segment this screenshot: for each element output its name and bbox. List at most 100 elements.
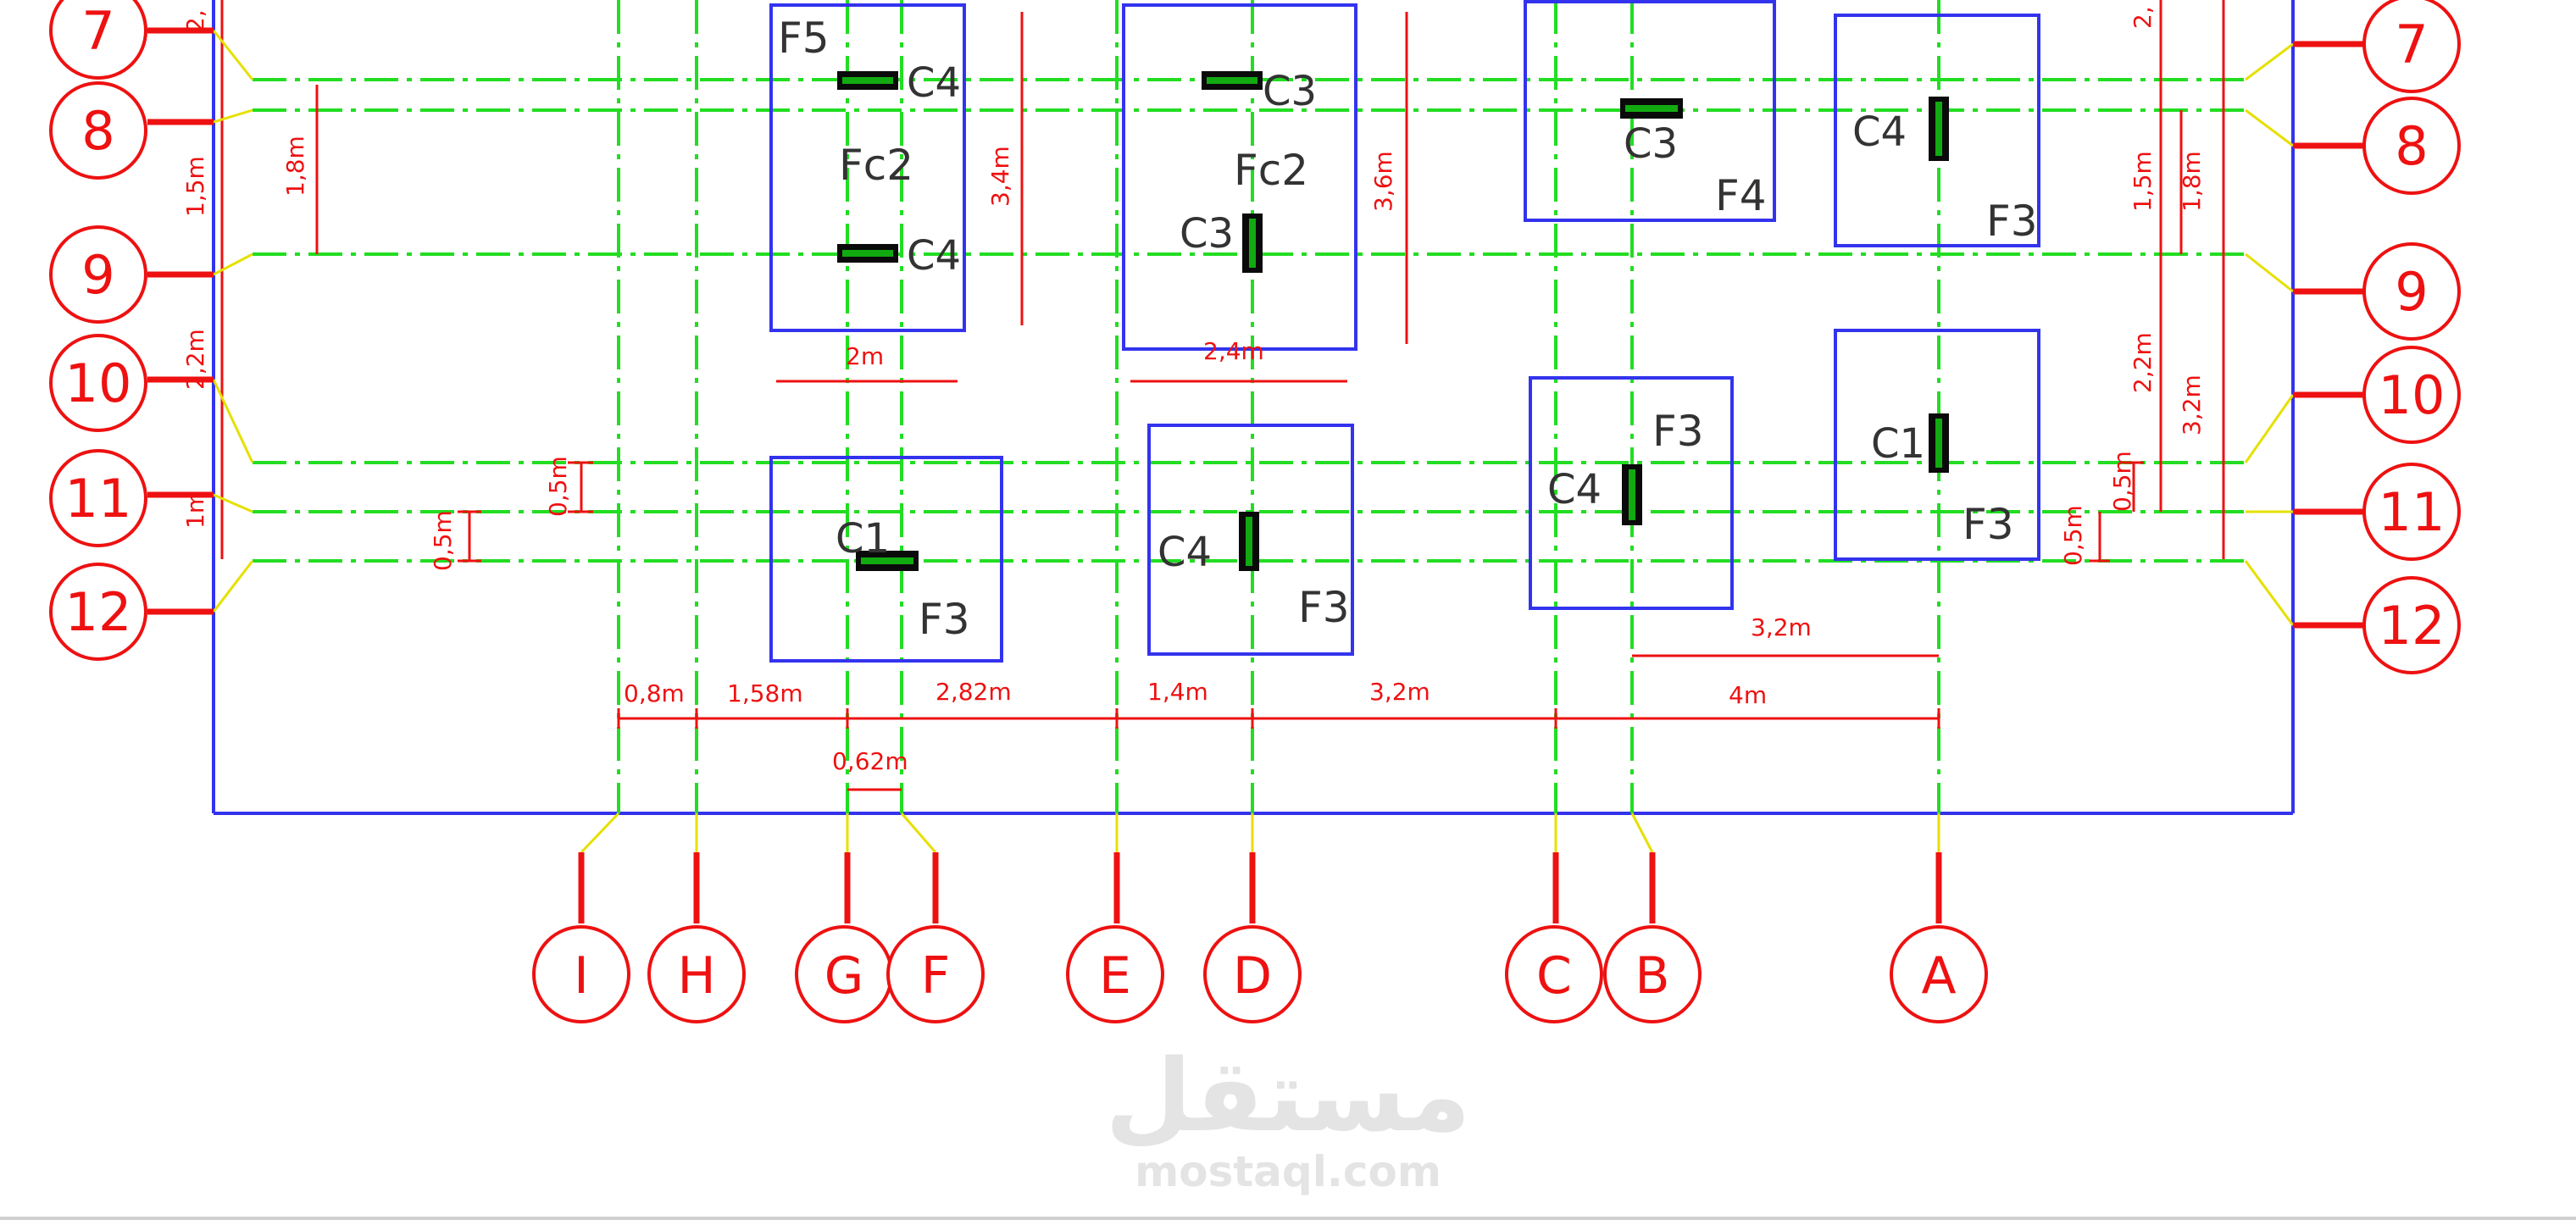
dim-label: 0,5m: [429, 510, 457, 571]
footings: [769, 0, 2040, 663]
svg-text:7: 7: [81, 0, 114, 62]
column-C4-3: [1929, 97, 1949, 161]
column-label: C4: [907, 59, 961, 107]
svg-text:9: 9: [2395, 261, 2428, 323]
dim-label: 3,2m: [2178, 374, 2206, 435]
footing-label: Fc2: [1234, 146, 1308, 195]
columns: [837, 71, 1949, 571]
svg-text:10: 10: [65, 352, 132, 414]
column-grid-lines: [617, 0, 1940, 813]
dim-label: 0,8m: [624, 679, 685, 707]
row-bubble-10: 10: [2362, 346, 2461, 444]
bottom-border: [0, 1217, 2576, 1220]
dim-label: 1,8m: [281, 136, 309, 197]
footing-F3-c: [1147, 424, 1354, 656]
column-C1-1: [856, 551, 919, 571]
row-bubble-11: 11: [49, 449, 147, 547]
footing-F3-a: [1834, 14, 2040, 247]
svg-text:12: 12: [2379, 595, 2446, 657]
dim-label: 3,6m: [1369, 151, 1397, 212]
dim-label: 0,5m: [544, 456, 572, 517]
column-bubble-E: E: [1066, 925, 1164, 1023]
dim-label: 1,5m: [2129, 151, 2157, 212]
dim-label: 1,4m: [1147, 678, 1208, 706]
column-bubble-A: A: [1890, 925, 1988, 1023]
column-label: C3: [1180, 210, 1234, 258]
svg-text:11: 11: [65, 468, 132, 530]
column-bubbles: I H G F E D C B A: [532, 925, 1988, 1023]
footing-labels: F5 Fc2 Fc2 F4 F3 F3 F3 F3 F3: [778, 14, 2038, 644]
dim-label: 4m: [1729, 681, 1767, 709]
footing-F3-b: [769, 456, 1003, 663]
column-C3-1: [1202, 71, 1263, 90]
svg-text:C: C: [1536, 946, 1572, 1006]
footing-Fc2: [1122, 3, 1357, 351]
dim-label: 3,2m: [1751, 613, 1812, 641]
footing-label: F3: [1986, 197, 2038, 246]
row-bubble-12: 12: [2362, 576, 2461, 674]
column-bubble-B: B: [1603, 925, 1702, 1023]
row-bubble-9: 9: [2362, 242, 2461, 341]
footing-label: Fc2: [839, 141, 913, 190]
dim-label: 3,2m: [1369, 678, 1430, 706]
column-C4-4: [1239, 512, 1259, 571]
column-C3-3: [1620, 98, 1683, 119]
footing-label: F3: [1298, 583, 1350, 632]
dim-label: 1,5m: [181, 156, 209, 217]
dim-label: 1m: [181, 491, 209, 529]
column-C4-1: [837, 71, 898, 90]
dim-label: 2,82m: [935, 678, 1012, 706]
svg-text:I: I: [574, 946, 589, 1006]
column-label: C1: [1871, 420, 1925, 468]
dim-label: 2,: [2129, 6, 2157, 29]
row-bubbles-right: 7 8 9 10 11 12: [2362, 0, 2461, 674]
footing-label: F5: [778, 14, 830, 63]
footing-F5: [769, 3, 966, 332]
column-labels: C4 C4 C3 C3 C3 C4 C1 C4 C4 C1: [836, 59, 1925, 576]
footing-label: F3: [1963, 500, 2014, 549]
column-label: C3: [1263, 68, 1317, 115]
svg-text:8: 8: [2395, 115, 2428, 177]
dim-label: 1,8m: [2178, 151, 2206, 212]
svg-text:8: 8: [81, 100, 114, 162]
column-label: C4: [907, 232, 961, 280]
svg-text:F: F: [921, 946, 951, 1006]
column-label: C4: [1158, 529, 1212, 576]
dim-label: 2,4m: [1203, 337, 1264, 365]
svg-text:7: 7: [2395, 14, 2428, 75]
watermark-arabic: مستقل: [1105, 1037, 1471, 1154]
row-bubbles-left: 7 8 9 10 11 12: [49, 0, 147, 661]
svg-text:9: 9: [81, 244, 114, 306]
watermark-latin: mostaql.com: [1135, 1147, 1441, 1196]
dim-label: 0,62m: [832, 747, 908, 775]
svg-text:D: D: [1233, 946, 1272, 1006]
row-bubble-8: 8: [2362, 97, 2461, 195]
dim-label: 1,58m: [727, 679, 803, 707]
bubble-leaders: [212, 30, 2295, 854]
column-C3-2: [1242, 214, 1263, 273]
svg-text:11: 11: [2379, 481, 2446, 543]
column-label: C4: [1547, 466, 1602, 513]
column-bubble-G: G: [795, 925, 893, 1023]
column-bubble-F: F: [886, 925, 985, 1023]
row-bubble-7: 7: [49, 0, 147, 80]
dim-label: 2,2m: [2129, 332, 2157, 393]
footing-F3-d: [1529, 376, 1734, 610]
column-C4-5: [1622, 464, 1642, 525]
dimension-lines: [220, 0, 2225, 791]
column-bubble-C: C: [1505, 925, 1603, 1023]
column-bubble-I: I: [532, 925, 630, 1023]
dim-label: 2,2m: [181, 329, 209, 390]
footing-label: F3: [919, 595, 970, 644]
footing-label: F3: [1652, 407, 1704, 456]
footing-F4: [1524, 0, 1776, 222]
column-bubble-H: H: [647, 925, 746, 1023]
mostaql-watermark: مستقل mostaql.com: [1105, 1037, 1471, 1196]
column-bubble-D: D: [1203, 925, 1302, 1023]
column-label: C3: [1624, 120, 1678, 168]
svg-text:10: 10: [2379, 364, 2446, 426]
dim-label: 0,5m: [2108, 451, 2136, 512]
dim-label: 2m: [846, 342, 884, 370]
dimension-labels: 2, 1,5m 1,8m 2,2m 1m 0,5m 0,5m 2, 1,5m 1…: [181, 6, 2206, 775]
